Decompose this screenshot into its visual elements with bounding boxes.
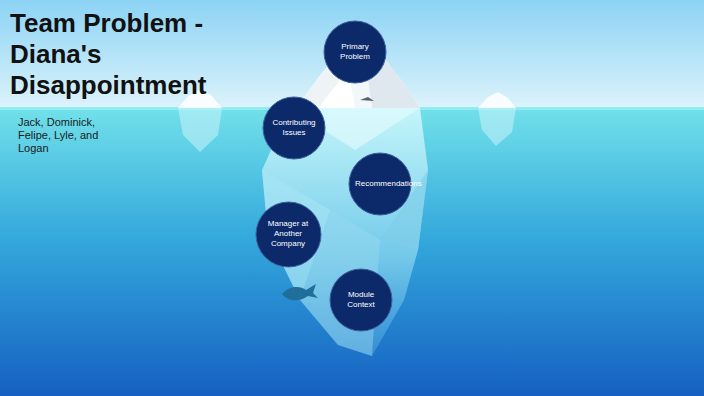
topic-label: Module Context [336, 290, 386, 310]
topic-label: Primary Problem [330, 42, 380, 62]
topic-circle: Manager at Another Company [255, 201, 322, 268]
topic-label: Manager at Another Company [263, 219, 313, 249]
topic-circle: Contributing Issues [262, 96, 326, 160]
title-text: Team Problem - Diana's Disappointment [10, 8, 225, 101]
topic-circle: Module Context [329, 268, 393, 332]
topic-circle: Recommendations [348, 152, 412, 216]
topic-label: Recommendations [355, 179, 405, 189]
author-names: Jack, Dominick, Felipe, Lyle, and Logan [18, 116, 122, 155]
topic-circle: Primary Problem [323, 20, 387, 84]
topic-label: Contributing Issues [269, 118, 319, 138]
